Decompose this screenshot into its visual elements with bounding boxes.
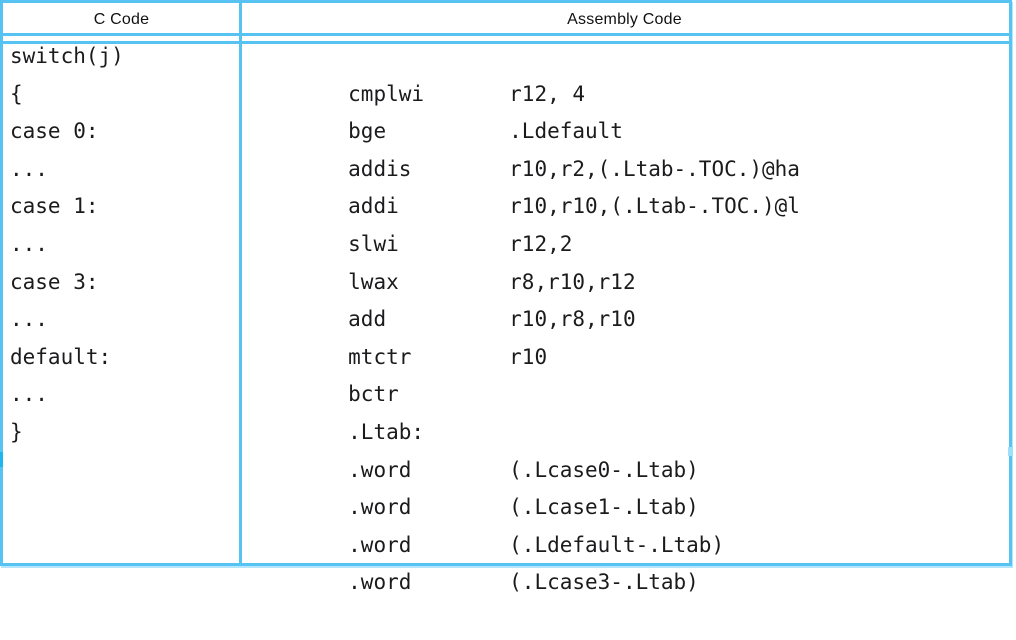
column-header-assembly-code: Assembly Code (567, 11, 682, 28)
assembly-opcode: .word (348, 495, 412, 520)
assembly-operand: r10 (509, 344, 548, 369)
border-artifact-right (1008, 447, 1013, 456)
assembly-opcode: add (348, 307, 387, 332)
column-divider (239, 3, 242, 563)
c-code-line: } (10, 419, 23, 444)
assembly-code-line: bge .Ldefault (247, 76, 1005, 143)
assembly-code-column: cmplwi r12, 4 bge .Ldefault addis r10,r2,(.… (247, 38, 1005, 595)
header-separator-line-bottom (3, 41, 1009, 44)
assembly-operand: (.Lcase1-.Ltab) (509, 495, 699, 520)
assembly-code-line: addis r10,r2,(.Ltab-.TOC.)@ha (247, 113, 1005, 181)
assembly-opcode: .Ltab: (348, 419, 425, 444)
assembly-operand: (.Lcase3-.Ltab) (509, 570, 699, 595)
column-header-c-code: C Code (93, 11, 150, 28)
assembly-opcode: .word (348, 570, 412, 595)
c-code-line: case 1: (10, 194, 99, 219)
assembly-code-line: cmplwi r12, 4 (247, 38, 1005, 106)
assembly-operand: r10,r2,(.Ltab-.TOC.)@ha (509, 156, 800, 181)
c-code-line: ... (10, 382, 48, 407)
assembly-operand: .Ldefault (509, 119, 623, 144)
c-code-line: case 0: (10, 119, 99, 144)
c-code-line: default: (10, 344, 112, 369)
assembly-code-line: lwax r8,r10,r12 (247, 226, 1005, 294)
assembly-operand: r8,r10,r12 (509, 269, 636, 294)
c-code-line: case 3: (10, 269, 99, 294)
assembly-opcode: .word (348, 532, 412, 557)
assembly-opcode: lwax (348, 269, 399, 294)
assembly-opcode: mtctr (348, 344, 412, 369)
assembly-code-line: add r10,r8,r10 (247, 264, 1005, 331)
c-code-line: ... (10, 156, 48, 181)
assembly-opcode: addis (348, 156, 412, 181)
c-code-column: switch(j) { case 0: ... case 1: ... case… (10, 38, 236, 452)
assembly-code-line: addi r10,r10,(.Ltab-.TOC.)@l (247, 151, 1005, 218)
assembly-operand: r10,r10,(.Ltab-.TOC.)@l (509, 194, 800, 219)
assembly-code-line: bctr (247, 339, 1005, 406)
assembly-code-line: .word (.Lcase1-.Ltab) (247, 452, 1005, 519)
assembly-operand: (.Lcase0-.Ltab) (509, 457, 699, 482)
assembly-opcode: addi (348, 194, 399, 219)
assembly-code-line: .word (.Ldefault-.Ltab) (247, 489, 1005, 557)
code-comparison-table: C Code Assembly Code switch(j) { case 0:… (0, 0, 1013, 595)
assembly-operand: r10,r8,r10 (509, 307, 636, 332)
assembly-operand: r12, 4 (509, 81, 586, 106)
assembly-opcode: cmplwi (348, 81, 425, 106)
c-code-line: { (10, 81, 23, 106)
assembly-code-line: .word (.Lcase0-.Ltab) (247, 414, 1005, 482)
assembly-opcode: bge (348, 119, 387, 144)
assembly-code-line: mtctr r10 (247, 301, 1005, 369)
border-artifact-left (0, 452, 3, 467)
assembly-opcode: slwi (348, 231, 399, 256)
c-code-line: ... (10, 307, 48, 332)
assembly-operand: (.Ldefault-.Ltab) (509, 532, 725, 557)
header-separator-line-top (3, 33, 1009, 36)
assembly-code-line: slwi r12,2 (247, 188, 1005, 256)
c-code-line: ... (10, 231, 48, 256)
c-code-line: switch(j) (10, 44, 124, 68)
assembly-opcode: bctr (348, 382, 399, 407)
assembly-opcode: .word (348, 457, 412, 482)
assembly-code-line: .Ltab: (247, 376, 1005, 444)
assembly-operand: r12,2 (509, 231, 573, 256)
